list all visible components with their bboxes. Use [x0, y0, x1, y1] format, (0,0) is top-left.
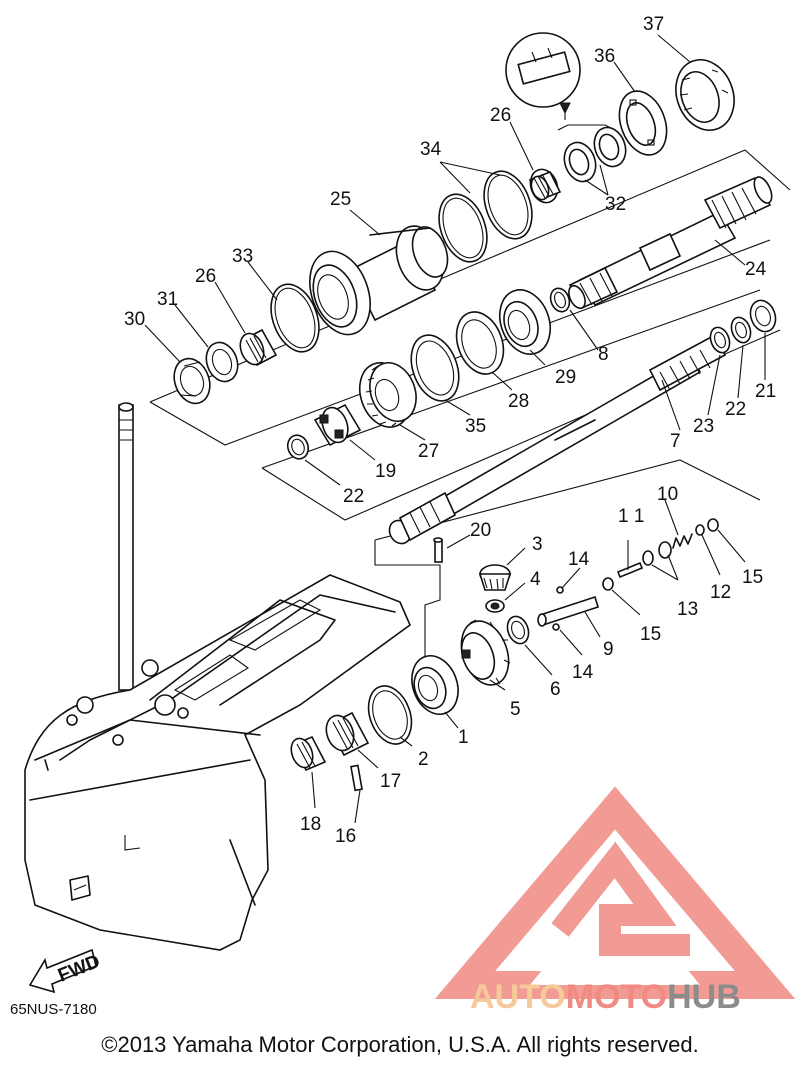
copyright-notice: ©2013 Yamaha Motor Corporation, U.S.A. A…	[101, 1032, 699, 1057]
part-18-needle-bearing	[290, 735, 327, 772]
callout-31: 31	[157, 289, 178, 310]
callout-23: 23	[693, 416, 714, 437]
part-2-shim	[367, 685, 413, 745]
automotohub-logo	[434, 786, 796, 999]
svg-text:AUTOMOTOHUB: AUTOMOTOHUB	[470, 978, 741, 1016]
part-15-washers	[602, 518, 719, 591]
callout-22-middle: 22	[343, 486, 364, 507]
part-22-circlip-right	[730, 316, 752, 344]
part-9-shift-cam	[537, 595, 599, 627]
part-34-o-rings	[438, 170, 533, 263]
part-24-propeller-shaft	[568, 176, 773, 310]
diagram-code: 65NUS-7180	[10, 1001, 97, 1018]
part-21-thrust-washer	[749, 299, 777, 333]
callout-28: 28	[508, 391, 529, 412]
automotohub-watermark: AUTOMOTOHUB	[470, 978, 741, 1016]
callout-9: 9	[603, 639, 614, 660]
part-27-reverse-gear	[358, 362, 417, 428]
callout-21: 21	[755, 381, 776, 402]
callout-24: 24	[745, 259, 767, 280]
callout-22-right: 22	[725, 399, 746, 420]
shim-detail-inset	[505, 32, 581, 120]
part-36-retainer	[618, 90, 668, 156]
part-11-pin	[616, 561, 644, 579]
callout-35: 35	[465, 416, 486, 437]
part-37-bearing	[675, 59, 735, 131]
callout-2: 2	[418, 749, 429, 770]
part-14-balls	[552, 586, 564, 631]
callout-12: 12	[710, 582, 731, 603]
callout-26-lower: 26	[195, 266, 216, 287]
part-32-shims	[557, 124, 627, 183]
callout-33: 33	[232, 246, 253, 267]
assembly-outline-lower	[374, 459, 761, 700]
callout-37: 37	[643, 14, 664, 35]
callout-15-left: 15	[640, 624, 661, 645]
callout-34: 34	[420, 139, 442, 160]
part-7-propeller-shaft	[388, 333, 727, 545]
part-26-needle-bearing-lower	[239, 328, 278, 367]
callout-17: 17	[380, 771, 401, 792]
leader-lines	[144, 34, 766, 824]
part-28-shim	[455, 311, 505, 375]
callout-36: 36	[594, 46, 615, 67]
callout-14-upper: 14	[568, 549, 590, 570]
callout-10: 10	[657, 484, 678, 505]
callout-13: 13	[677, 599, 698, 620]
part-25-shaft-housing	[309, 225, 449, 336]
forward-direction-arrow	[28, 948, 97, 994]
callout-4: 4	[530, 569, 541, 590]
callout-6: 6	[550, 679, 561, 700]
part-35-shim	[410, 334, 460, 402]
callout-19: 19	[375, 461, 396, 482]
callout-14-lower: 14	[572, 662, 594, 683]
part-4-nut	[485, 599, 505, 613]
watermark-moto: MOTO	[566, 978, 667, 1016]
part-16-dowel-pin	[350, 764, 363, 792]
callout-5: 5	[510, 699, 521, 720]
part-12-washer	[695, 524, 705, 536]
callout-29: 29	[555, 367, 576, 388]
callout-26-upper: 26	[490, 105, 511, 126]
part-22-circlip-middle	[286, 434, 310, 460]
callout-27: 27	[418, 441, 439, 462]
callout-3: 3	[532, 534, 543, 555]
part-1-tapered-bearing	[411, 655, 459, 715]
callout-18: 18	[300, 814, 321, 835]
part-19-dog-clutch	[313, 403, 362, 447]
watermark-auto: AUTO	[470, 978, 566, 1016]
callout-20: 20	[470, 520, 491, 541]
callout-11: 1 1	[618, 506, 644, 527]
part-20-pin	[433, 537, 443, 563]
part-31-washer	[205, 341, 239, 383]
callout-7: 7	[670, 431, 681, 452]
assembly-outline-upper	[149, 149, 791, 446]
part-17-needle-bearing	[325, 711, 370, 757]
part-8-circlip	[549, 287, 571, 313]
callout-25: 25	[330, 189, 351, 210]
part-3-pinion	[478, 564, 512, 591]
callout-1: 1	[458, 727, 469, 748]
callout-16: 16	[335, 826, 356, 847]
callout-30: 30	[124, 309, 145, 330]
lower-casing	[24, 402, 411, 951]
callout-32: 32	[605, 194, 626, 215]
watermark-hub: HUB	[667, 978, 741, 1016]
part-6-shim	[506, 615, 530, 645]
part-10-spring	[672, 533, 693, 549]
part-5-forward-gear	[460, 619, 511, 686]
part-33-o-ring	[270, 283, 320, 353]
callout-8: 8	[598, 344, 609, 365]
part-13-washers	[642, 541, 672, 566]
callout-15-right: 15	[742, 567, 763, 588]
part-23-washer	[709, 326, 731, 354]
part-26-needle-bearing-upper	[528, 168, 562, 204]
part-29-bearing	[498, 289, 552, 355]
part-30-oil-seal	[173, 357, 211, 405]
